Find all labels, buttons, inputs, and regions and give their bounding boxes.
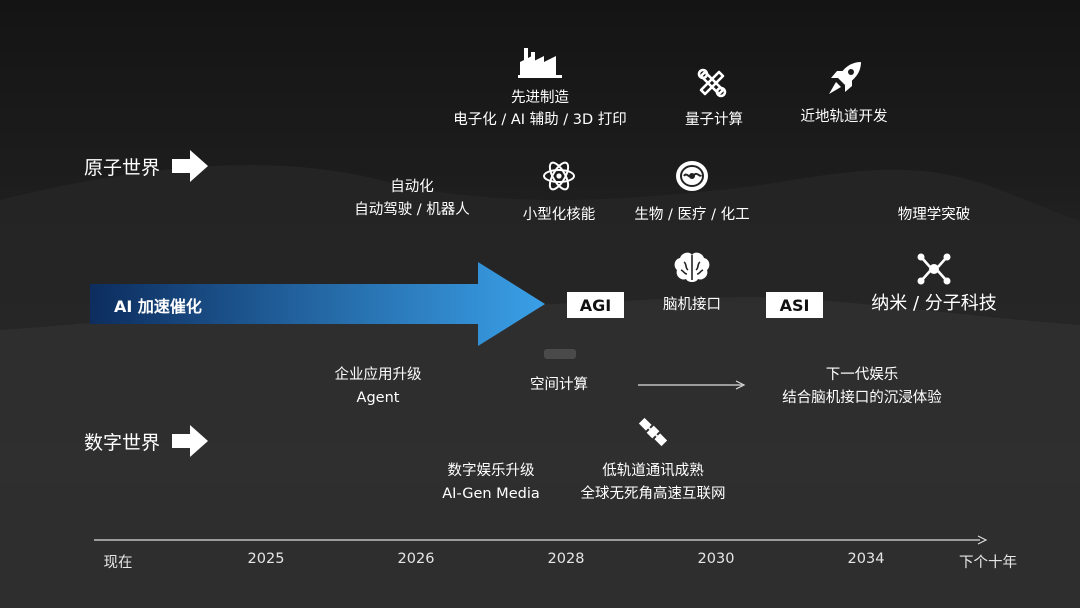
timeline-axis [94,535,988,545]
satellite-title: 低轨道通讯成熟 [602,463,704,479]
satellite-icon [638,417,668,447]
digital-ent-title: 数字娱乐升级 [447,463,535,479]
manufacturing-sub: 电子化 / AI 辅助 / 3D 打印 [453,112,627,128]
asi-badge: ASI [766,292,823,318]
brain-icon [674,252,710,282]
digital-ent-sub: AI-Gen Media [442,486,540,502]
timeline-tick: 2034 [847,551,885,567]
molecule-icon [917,253,951,285]
agi-badge: AGI [567,292,624,318]
enterprise-title: 企业应用升级 [334,367,422,383]
digital-world-text: 数字世界 [84,431,161,454]
right-arrow-icon [172,425,209,457]
timeline-tick: 现在 [103,555,133,571]
spatial-title: 空间计算 [530,377,588,393]
rocket-icon [829,62,861,94]
vr-headset-icon [544,349,576,359]
timeline-tick: 2026 [397,551,435,567]
enterprise-sub: Agent [356,390,400,406]
cell-icon [676,161,708,191]
factory-icon [518,48,562,78]
next-ent-title: 下一代娱乐 [825,367,899,383]
quantum-title: 量子计算 [685,112,743,128]
automation-title: 自动化 [390,179,434,195]
bio-title: 生物 / 医疗 / 化工 [634,207,750,223]
right-arrow-icon [172,150,209,182]
spatial-to-next-arrow [638,380,746,390]
space-title: 近地轨道开发 [800,109,888,125]
physics-title: 物理学突破 [897,207,971,223]
ai-accelerate-label: AI 加速催化 [114,297,202,316]
nano-label: 纳米 / 分子科技 [871,293,997,314]
atom-world-label: 原子世界 [84,148,210,184]
satellite-sub: 全球无死角高速互联网 [580,486,726,502]
atom-world-text: 原子世界 [84,156,161,179]
digital-world-label: 数字世界 [84,423,210,459]
timeline-tick: 下个十年 [959,555,1017,571]
quantum-knot-icon [697,68,727,98]
timeline-tick: 2030 [697,551,735,567]
nuclear-title: 小型化核能 [522,207,596,223]
timeline-tick: 2028 [547,551,585,567]
ai-accelerate-arrow [90,262,545,346]
manufacturing-title: 先进制造 [511,90,569,106]
automation-sub: 自动驾驶 / 机器人 [354,202,470,218]
atom-icon [543,161,575,191]
bci-label: 脑机接口 [663,297,721,313]
timeline-tick: 2025 [247,551,285,567]
next-ent-sub: 结合脑机接口的沉浸体验 [782,390,942,406]
